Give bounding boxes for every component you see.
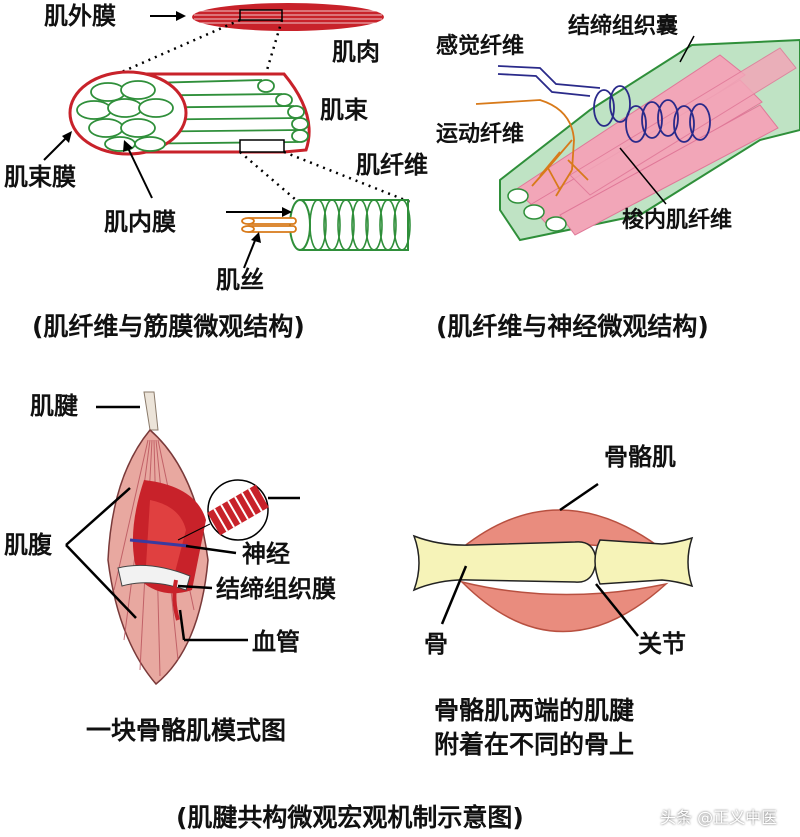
- muscle-ellipse: [192, 3, 384, 31]
- skeletal-muscle-label: 骨骼肌: [604, 443, 676, 471]
- muscle-fiber-cylinder: [289, 199, 411, 251]
- sensory-fiber-label: 感觉纤维: [436, 34, 525, 59]
- bone-joint-diagram: [412, 482, 694, 637]
- bone-caption-line1: 骨骼肌两端的肌腱: [434, 696, 635, 725]
- muscle-label: 肌肉: [332, 38, 380, 66]
- nerve-caption: (肌纤维与神经微观结构): [436, 312, 709, 341]
- nerve-fiber: [129, 538, 189, 548]
- joint-label: 关节: [638, 630, 686, 658]
- nerve-label: 神经: [242, 540, 290, 568]
- vessel-label: 血管: [252, 628, 300, 656]
- motor-nerve-branch: [475, 99, 589, 197]
- main-caption: (肌腱共构微观宏观机制示意图): [176, 803, 524, 832]
- muscle-fiber-label: 肌纤维: [356, 151, 428, 179]
- connective-membrane-label: 结缔组织膜: [216, 575, 336, 603]
- spindle-diagram: [475, 35, 800, 242]
- capsule-label: 结缔组织囊: [568, 14, 679, 39]
- fascicle-label: 肌束: [320, 96, 368, 124]
- endomysium-label: 肌内膜: [104, 208, 176, 236]
- blood-vessel: [172, 579, 180, 621]
- perimysium-label: 肌束膜: [4, 163, 76, 191]
- magnifier-inset: [177, 479, 300, 541]
- sensory-nerve-coil: [497, 65, 711, 143]
- fascicle-bundle: [68, 70, 311, 156]
- skeletal-muscle-drawing: [65, 391, 300, 686]
- bone-label: 骨: [424, 630, 448, 658]
- tendon-label: 肌腱: [30, 392, 78, 420]
- fascia-diagram: [43, 3, 411, 269]
- belly-label: 肌腹: [4, 531, 52, 559]
- myofilament-bundle: [241, 217, 297, 233]
- muscle-caption: 一块骨骼肌模式图: [86, 716, 287, 745]
- myofilament-label: 肌丝: [216, 266, 264, 294]
- fascia-caption: (肌纤维与筋膜微观结构): [32, 312, 305, 341]
- watermark: 头条 @正义中医: [660, 808, 778, 827]
- bone-caption-line2: 附着在不同的骨上: [434, 730, 635, 759]
- intrafusal-fiber-label: 梭内肌纤维: [622, 208, 733, 233]
- epimysium-label: 肌外膜: [44, 2, 116, 30]
- motor-fiber-label: 运动纤维: [436, 122, 525, 147]
